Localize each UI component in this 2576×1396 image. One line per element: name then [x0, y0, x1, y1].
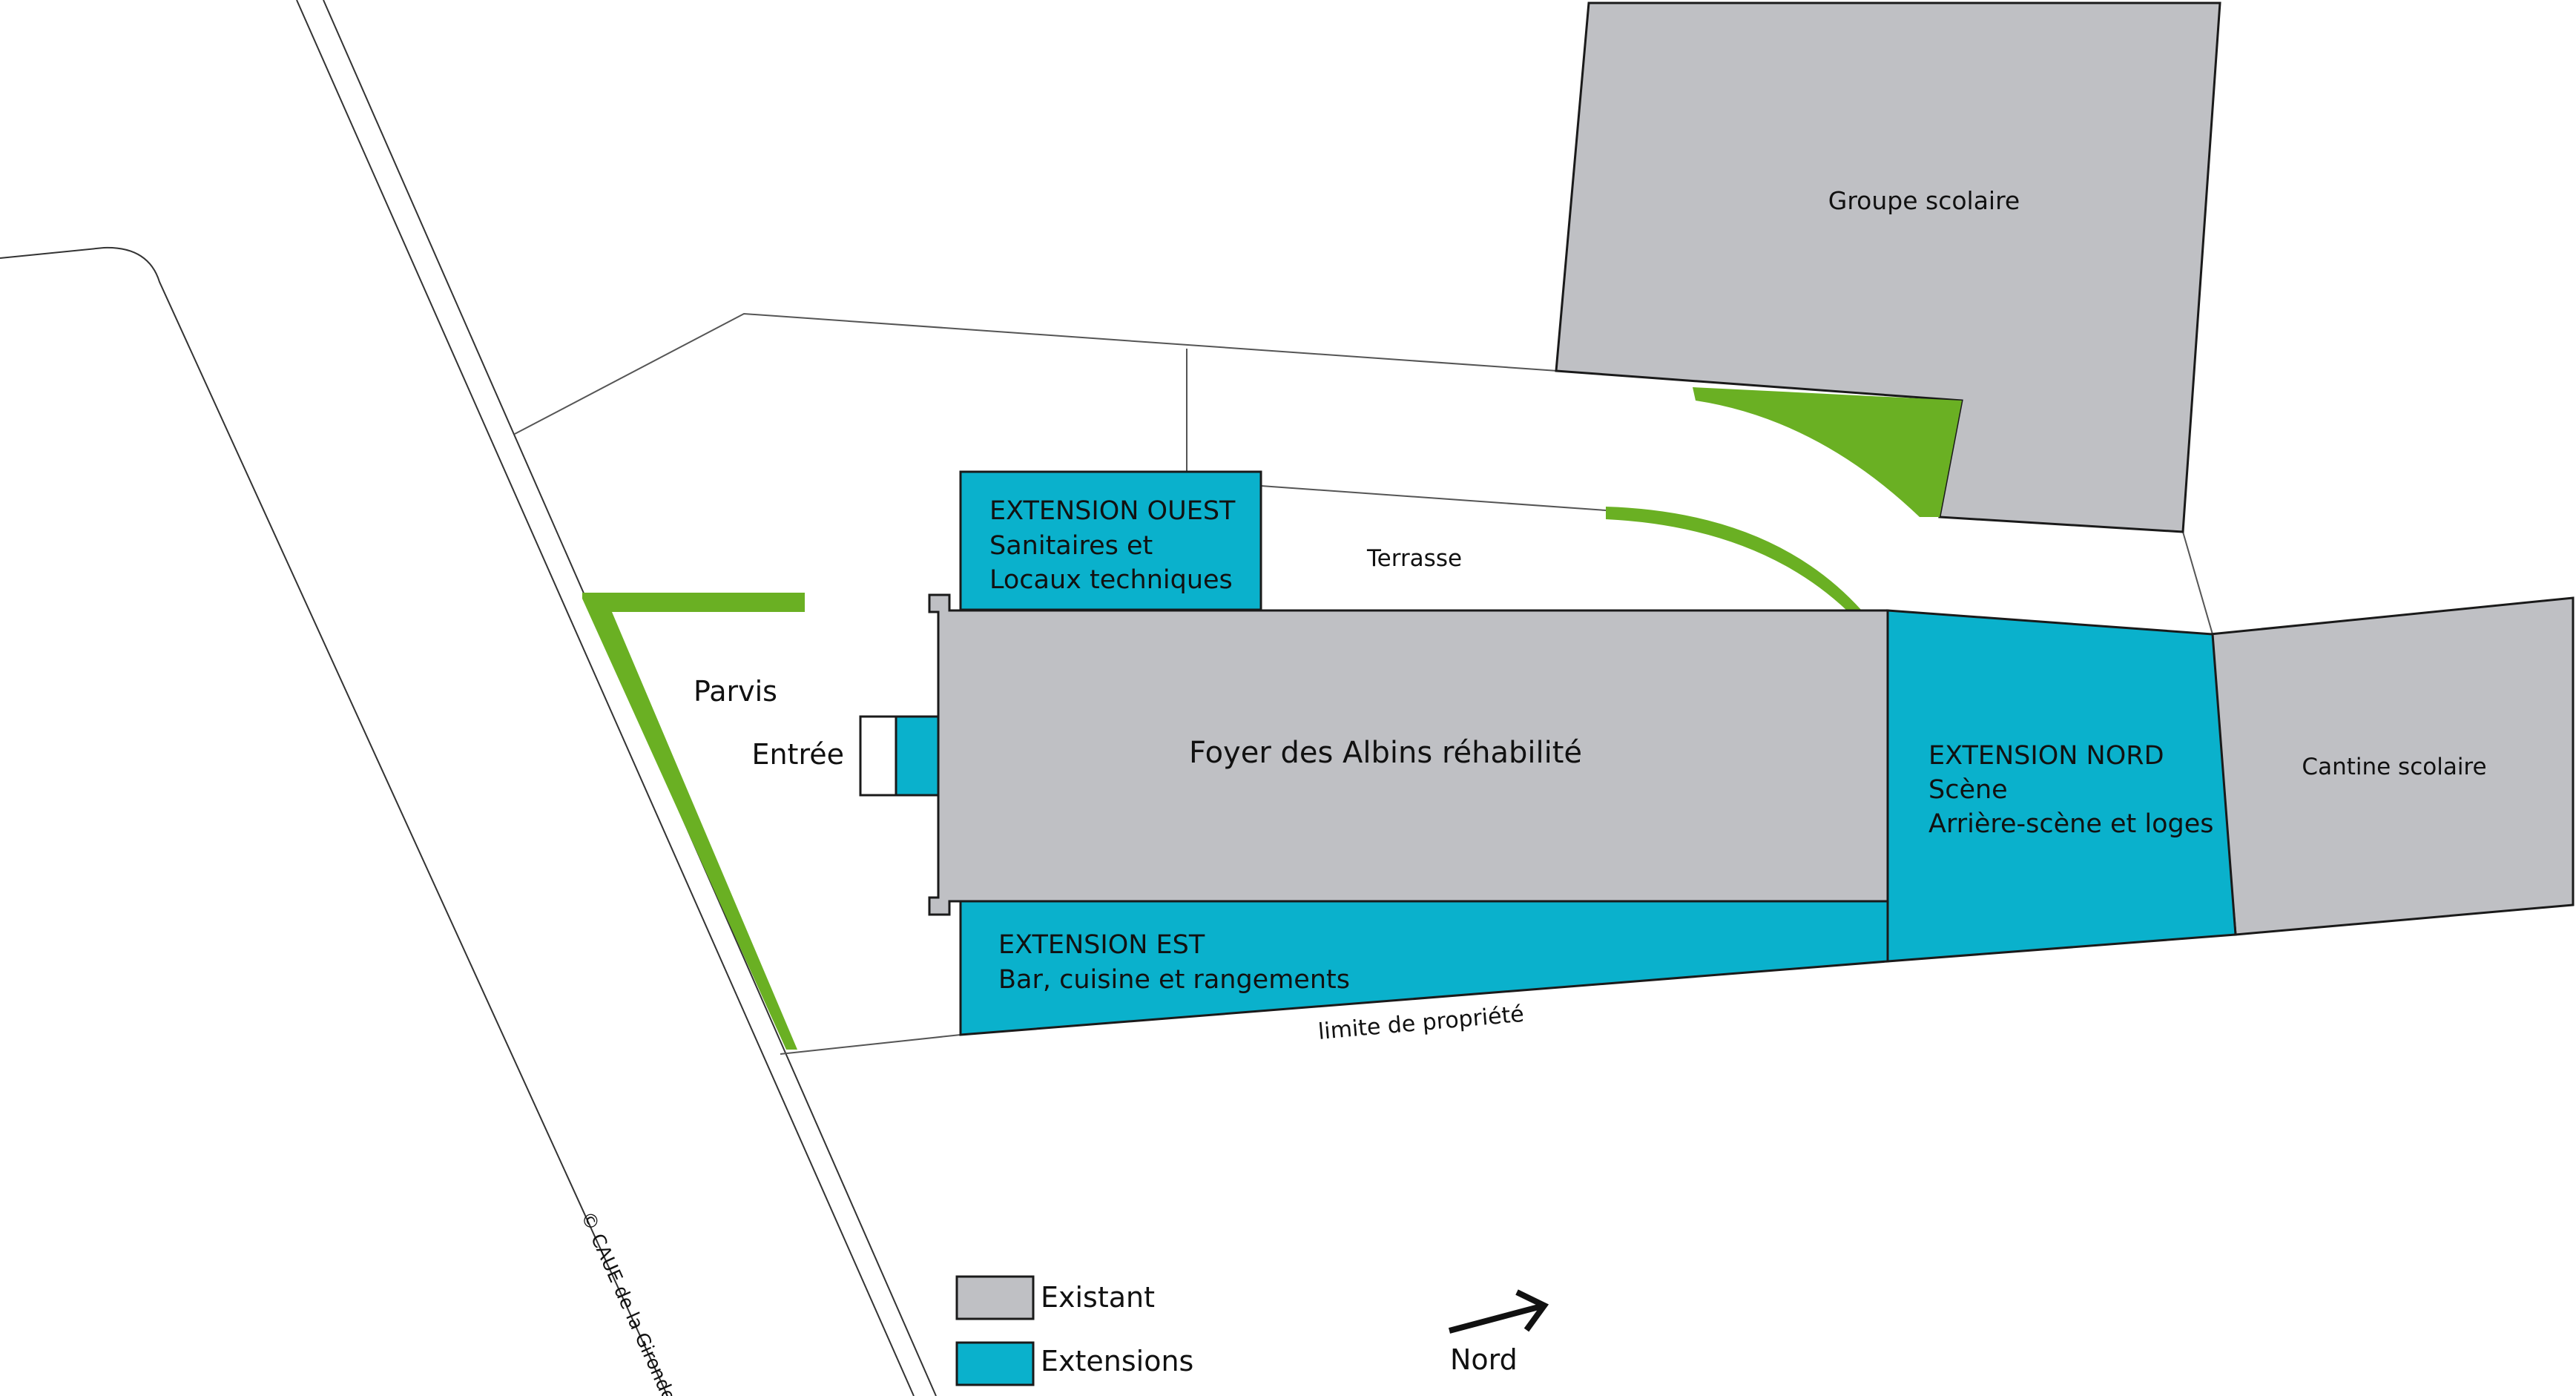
label-groupe-scolaire: Groupe scolaire [1828, 186, 2020, 215]
legend-swatch-existing [955, 1275, 1035, 1320]
extension-est-title: EXTENSION EST [998, 930, 1205, 960]
north-label: Nord [1450, 1343, 1518, 1376]
legend-swatch-extensions [955, 1341, 1035, 1386]
extension-ouest-title: EXTENSION OUEST [989, 496, 1236, 526]
road-edge-1 [296, 0, 915, 1396]
extension-ouest-building [959, 470, 1262, 611]
legend-label-existing: Existant [1041, 1281, 1155, 1314]
label-cantine: Cantine scolaire [2302, 754, 2486, 780]
label-parvis: Parvis [694, 675, 777, 708]
label-terrasse: Terrasse [1366, 545, 1462, 572]
green-curve-top [1693, 387, 1962, 517]
extension-nord-line2: Arrière-scène et loges [1928, 809, 2214, 839]
property-limit-line-left [780, 1034, 961, 1055]
label-entree: Entrée [751, 738, 844, 771]
label-foyer: Foyer des Albins réhabilité [1189, 736, 1582, 770]
extension-nord-title: EXTENSION NORD [1928, 741, 2164, 771]
extension-est-line1: Bar, cuisine et rangements [998, 965, 1350, 995]
north-arrow-icon [1448, 1289, 1549, 1334]
green-curve-terrace [1606, 507, 1862, 610]
legend-label-extensions: Extensions [1041, 1345, 1193, 1377]
road-left-curve [0, 246, 668, 1396]
extension-nord-line1: Scène [1928, 775, 2008, 805]
green-parvis-border [582, 593, 805, 1050]
plot-line-terrace [1260, 485, 1607, 511]
extension-ouest-line1: Sanitaires et [989, 531, 1153, 561]
extension-ouest-line2: Locaux techniques [989, 565, 1233, 595]
foyer-building [928, 593, 1889, 916]
plot-line-north [514, 312, 1558, 435]
entrance-vestibule [895, 715, 940, 797]
plot-line-east [2182, 531, 2213, 635]
entrance-door [859, 715, 897, 797]
